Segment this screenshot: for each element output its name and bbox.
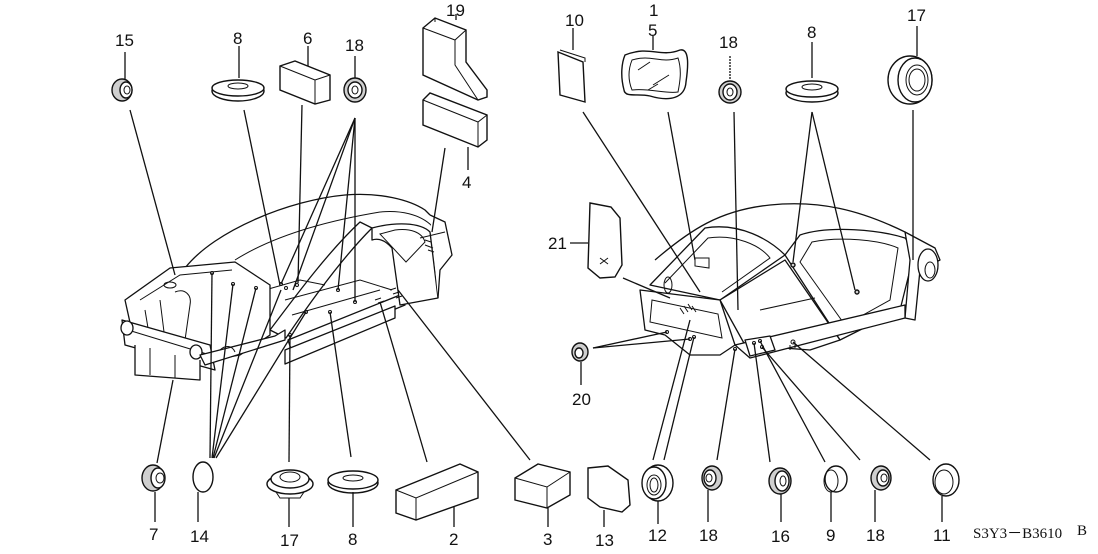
part-19-insulator[interactable] [422,17,488,101]
label-13: 13 [595,531,614,550]
label-9: 9 [826,526,835,545]
part-12-grommet[interactable] [641,464,674,502]
label-5: 5 [648,21,657,40]
front-car-body [120,193,453,381]
part-6-insulator[interactable] [279,60,331,105]
part-16-grommet[interactable] [768,467,792,495]
part-18-grommet-b[interactable] [718,80,742,104]
label-3: 3 [543,530,552,549]
part-20-grommet[interactable] [571,342,589,362]
label-18: 18 [719,33,738,52]
part-15-grommet[interactable] [111,78,133,102]
label-17: 17 [280,531,299,550]
part-8-plug-b[interactable] [785,80,839,103]
part-18-grommet-a[interactable] [343,77,367,103]
part-3-insulator[interactable] [514,463,571,509]
part-13-pad[interactable] [587,465,631,513]
part-21-pad[interactable] [587,202,623,279]
part-11-cap[interactable] [932,463,960,497]
rear-car-body [639,203,941,359]
part-5-seal[interactable] [621,49,689,100]
part-17-grommet-a[interactable] [887,55,933,105]
label-11: 11 [933,526,951,545]
label-8: 8 [807,23,816,42]
part-2-insulator[interactable] [395,463,479,521]
part-18-grommet-d[interactable] [870,465,892,491]
label-18: 18 [345,36,364,55]
part-4-insulator[interactable] [422,92,488,148]
part-7-grommet[interactable] [141,464,166,492]
label-8: 8 [233,29,242,48]
label-15: 15 [115,31,134,50]
part-8-plug-a[interactable] [211,79,265,102]
label-10: 10 [565,11,584,30]
label-18: 18 [866,526,885,545]
part-10-pad[interactable] [557,49,586,103]
callout-labels: 15 8 6 18 19 4 10 1 5 18 8 17 21 20 7 14… [115,1,1087,550]
part-18-grommet-c[interactable] [701,465,723,491]
part-8-plug-c[interactable] [327,470,379,494]
part-17-grommet-b[interactable] [266,469,314,499]
label-20: 20 [572,390,591,409]
diagram-code-suffix: B [1077,523,1087,539]
label-1: 1 [649,1,658,20]
label-18: 18 [699,526,718,545]
part-14-seal[interactable] [192,461,214,493]
label-16: 16 [771,527,790,546]
label-7: 7 [149,525,158,544]
leader-lines [129,104,931,464]
label-4: 4 [462,173,471,192]
label-6: 6 [303,29,312,48]
label-12: 12 [648,526,667,545]
label-14: 14 [190,527,209,546]
part-9-plug[interactable] [823,465,848,493]
label-2: 2 [449,530,458,549]
label-19: 19 [446,1,465,20]
label-17: 17 [907,6,926,25]
label-21: 21 [548,234,567,253]
label-8: 8 [348,530,357,549]
diagram-code: S3Y3－B3610 [973,526,1062,542]
